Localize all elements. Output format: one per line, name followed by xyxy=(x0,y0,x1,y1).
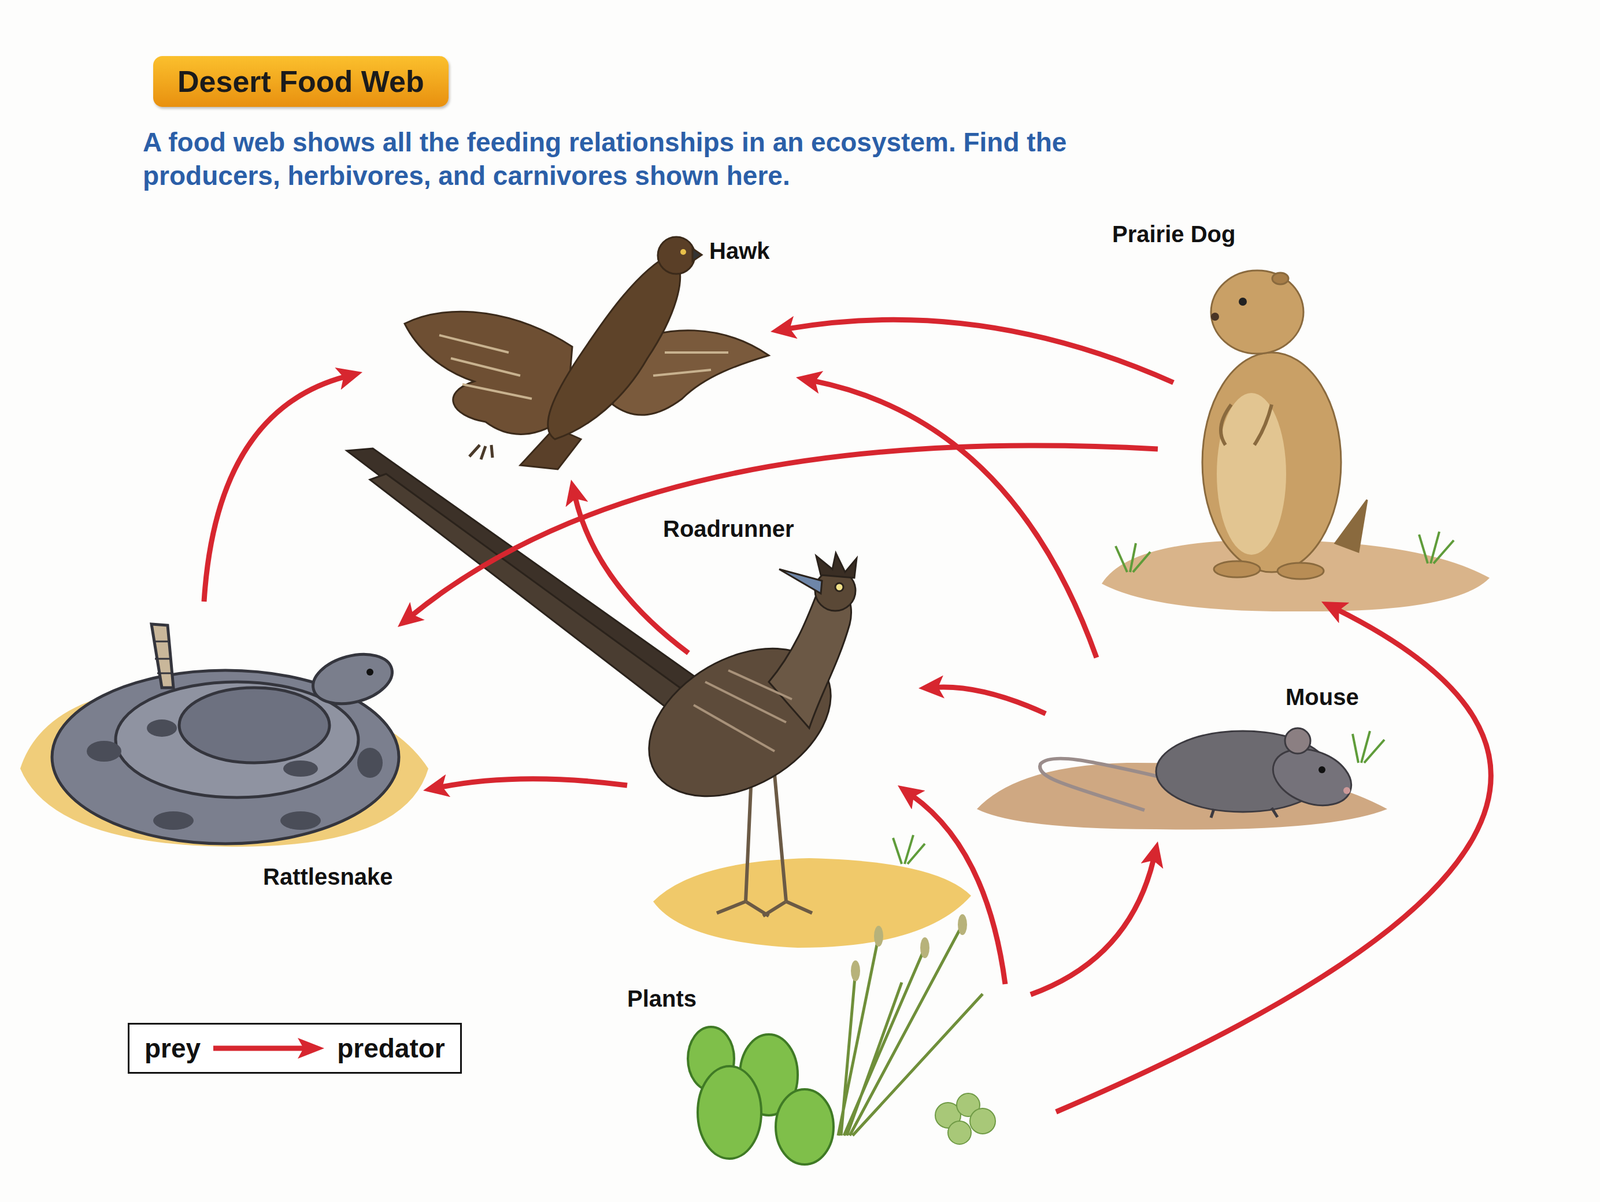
animal-node: Rattlesnake xyxy=(18,612,429,898)
legend-text: predator xyxy=(336,1032,446,1065)
title-banner: Desert Food Web xyxy=(153,56,449,107)
feeding-arrow xyxy=(1030,858,1154,995)
animal-label: Hawk xyxy=(709,238,770,265)
animal-label: Roadrunner xyxy=(663,516,795,543)
feeding-arrow xyxy=(911,795,1006,985)
animal-node: Hawk xyxy=(397,224,786,475)
feeding-arrow xyxy=(204,376,346,602)
feeding-arrow xyxy=(935,687,1046,714)
animal-node: Mouse xyxy=(969,653,1393,832)
feeding-arrow xyxy=(787,319,1174,383)
legend-text: prey xyxy=(144,1032,201,1065)
animal-node: Plants xyxy=(624,846,1031,1179)
legend-arrow-line xyxy=(213,1046,304,1052)
hawk-illustration xyxy=(404,236,769,470)
animal-label: Plants xyxy=(627,986,697,1013)
rattlesnake-illustration xyxy=(52,624,399,844)
feeding-arrow xyxy=(812,380,1097,658)
legend-arrow-head xyxy=(297,1038,325,1059)
feeding-arrow xyxy=(410,445,1158,617)
animal-node: Prairie Dog xyxy=(1096,219,1500,602)
title-text: Desert Food Web xyxy=(177,64,425,99)
prairie-dog-illustration xyxy=(1202,270,1368,580)
caption-text: A food web shows all the feeding relatio… xyxy=(142,126,1126,193)
roadrunner-illustration xyxy=(346,448,857,917)
animal-label: Prairie Dog xyxy=(1112,221,1236,248)
mouse-illustration xyxy=(1039,728,1359,818)
animal-node: Roadrunner xyxy=(346,449,919,934)
ground xyxy=(653,858,972,948)
legend-arrow xyxy=(210,1036,327,1061)
grass-tufts xyxy=(893,531,1454,865)
feeding-arrow xyxy=(1056,609,1491,1113)
animal-label: Mouse xyxy=(1285,684,1359,711)
plants-illustration xyxy=(687,914,996,1165)
animal-label: Rattlesnake xyxy=(263,864,394,891)
legend-box: prey predator xyxy=(127,1023,462,1074)
feeding-arrow xyxy=(439,779,628,788)
